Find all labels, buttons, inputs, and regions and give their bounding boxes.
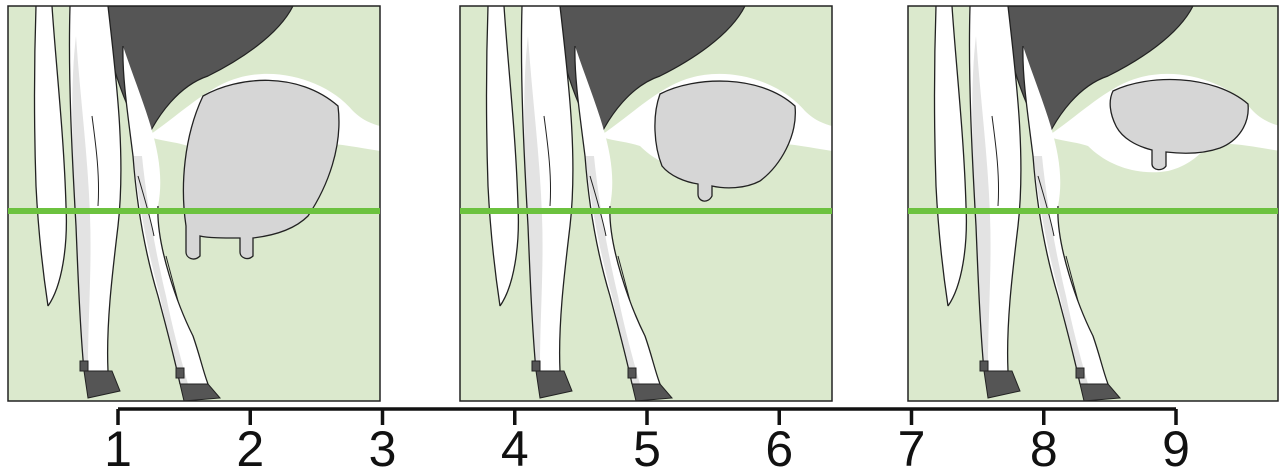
scale-tick-label: 2 [236,421,264,472]
scale-tick-label: 6 [765,421,793,472]
scale-tick-label: 4 [501,421,529,472]
scale-tick-label: 9 [1162,421,1190,472]
scale-tick-label: 5 [633,421,661,472]
scale-tick-label: 3 [369,421,397,472]
scale-tick-label: 1 [104,421,132,472]
panel-low-udder [8,6,380,401]
scale-tick-label: 7 [898,421,926,472]
panel-high-udder [908,6,1280,401]
udder-depth-scale: 1 2 3 4 5 6 7 8 9 [104,409,1190,472]
scale-tick-label: 8 [1030,421,1058,472]
panel-intermediate-udder [460,6,832,401]
